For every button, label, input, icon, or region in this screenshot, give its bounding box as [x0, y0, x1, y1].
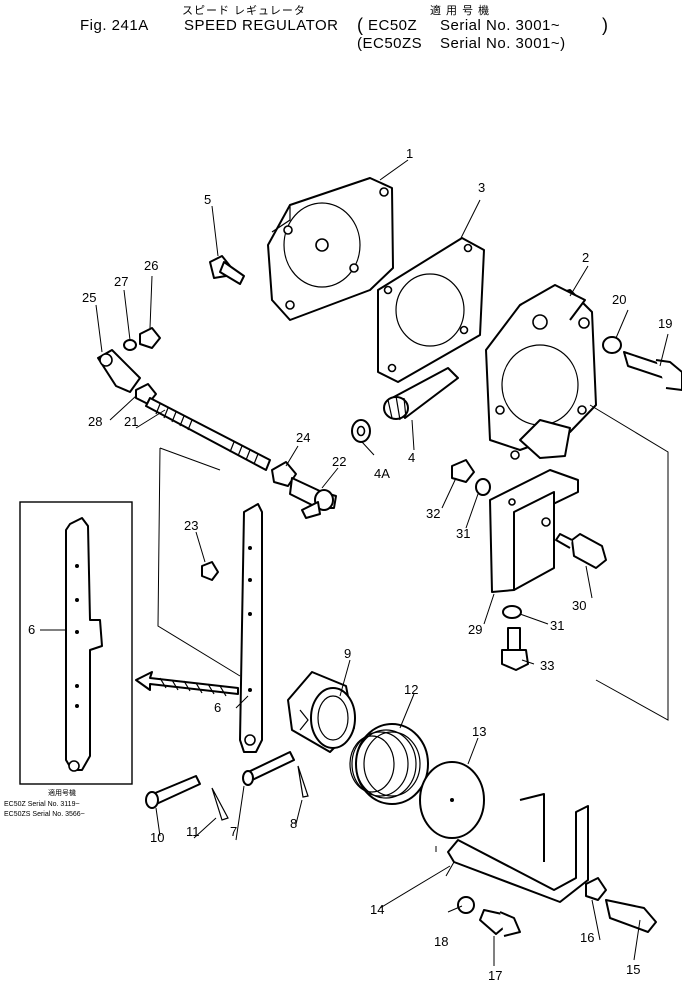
callout-7: 7	[230, 824, 237, 839]
callout-27: 27	[114, 274, 128, 289]
callout-22: 22	[332, 454, 346, 469]
inset-serial-line-2: EC50ZS Serial No. 3566~	[4, 811, 85, 818]
callout-leaders	[40, 159, 669, 966]
applicable-models-jp: 適 用 号 機	[430, 5, 491, 17]
part-25-rod-end	[97, 349, 141, 393]
part-13-disc	[419, 761, 485, 839]
part-2-housing	[485, 284, 597, 460]
callout-21: 21	[124, 414, 138, 429]
callout-1: 1	[406, 146, 413, 161]
serial-2-range: Serial No. 3001~)	[440, 35, 566, 52]
callout-5: 5	[204, 192, 211, 207]
serial-1-range: Serial No. 3001~	[440, 17, 561, 34]
part-18-washer	[457, 896, 475, 914]
part-4-spool	[383, 367, 459, 421]
part-6-lever	[239, 503, 263, 753]
callout-8: 8	[290, 816, 297, 831]
callout-13: 13	[472, 724, 486, 739]
part-26-nut	[139, 327, 161, 349]
inset-applicable-jp: 適用号機	[48, 788, 76, 797]
callout-26: 26	[144, 258, 158, 273]
inset-callout-6: 6	[28, 622, 35, 637]
part-20-washer	[602, 336, 622, 354]
part-3-gasket	[377, 237, 485, 383]
part-33-bolt	[501, 627, 529, 671]
part-7-pin	[242, 751, 295, 786]
callout-3: 3	[478, 180, 485, 195]
inset-serial-line-1: EC50Z Serial No. 3119~	[4, 801, 80, 808]
callout-18: 18	[434, 934, 448, 949]
callout-20: 20	[612, 292, 626, 307]
part-21-threaded-rod	[145, 397, 271, 471]
callout-12: 12	[404, 682, 418, 697]
serial-1-close-paren: )	[602, 15, 609, 35]
part-14-u-bracket	[445, 793, 589, 903]
part-5-bolt	[209, 255, 245, 285]
part-23-nut	[201, 561, 219, 581]
callout-11: 11	[186, 824, 200, 839]
washer-hole	[356, 425, 366, 437]
reference-arrow	[135, 671, 239, 697]
leader-housing-frame	[589, 404, 669, 721]
japanese-title: スピード レギュレータ	[182, 5, 306, 17]
serial-1-model: EC50Z	[368, 17, 418, 34]
callout-31-bottom: 31	[550, 618, 564, 633]
part-15-bolt	[605, 899, 657, 933]
inset-alternate-lever: 6	[19, 501, 133, 785]
callout-29: 29	[468, 622, 482, 637]
callout-24: 24	[296, 430, 310, 445]
part-30-bolt	[555, 533, 607, 569]
callout-32: 32	[426, 506, 440, 521]
callout-6: 6	[214, 700, 221, 715]
part-17-bolt	[479, 909, 521, 937]
figure-number: Fig. 241A	[80, 17, 149, 34]
part-16-nut	[585, 877, 607, 901]
callout-2: 2	[582, 250, 589, 265]
serial-2-model: (EC50ZS	[357, 35, 423, 52]
callout-4a: 4A	[374, 466, 390, 481]
callout-4: 4	[408, 450, 415, 465]
figure-title: SPEED REGULATOR	[184, 17, 339, 34]
callout-23: 23	[184, 518, 198, 533]
part-11-cotter-pin	[211, 787, 229, 821]
callout-33: 33	[540, 658, 554, 673]
part-22-joint	[289, 477, 337, 519]
callout-10: 10	[150, 830, 164, 845]
callout-15: 15	[626, 962, 640, 977]
serial-1-open-paren: (	[357, 15, 364, 35]
callout-17: 17	[488, 968, 502, 981]
part-10-pin	[145, 775, 201, 809]
callout-16: 16	[580, 930, 594, 945]
callout-19: 19	[658, 316, 672, 331]
leader-lever-frame	[157, 447, 241, 677]
part-9-piston	[287, 671, 356, 753]
part-1-cover-plate	[267, 177, 394, 321]
part-32-nut	[451, 459, 475, 483]
callout-28: 28	[88, 414, 102, 429]
part-27-washer	[123, 339, 137, 351]
callout-9: 9	[344, 646, 351, 661]
callout-31-top: 31	[456, 526, 470, 541]
part-29-bracket	[489, 469, 579, 593]
part-31-washer-top	[475, 478, 491, 496]
callout-numbers: 1 2 3 4 4A 5 6 7 8 9 10 11 12 13 14 15 1…	[82, 146, 672, 981]
callout-14: 14	[370, 902, 384, 917]
part-12-spring	[349, 723, 429, 805]
callout-25: 25	[82, 290, 96, 305]
part-31-washer-bottom	[502, 605, 522, 619]
part-8-cotter-pin	[297, 765, 309, 798]
callout-30: 30	[572, 598, 586, 613]
part-19-bolt	[623, 351, 682, 391]
